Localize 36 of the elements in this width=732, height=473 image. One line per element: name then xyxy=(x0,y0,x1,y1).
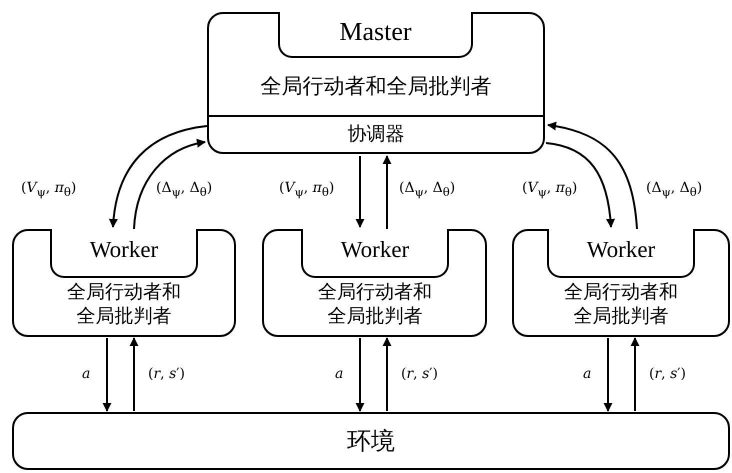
node-text: 全局行动者和全局批判者 xyxy=(317,280,433,328)
arrow xyxy=(546,142,615,228)
arrow xyxy=(133,139,206,230)
edge-label: (r, s′) xyxy=(648,366,687,382)
arrow xyxy=(102,338,112,412)
environment-box xyxy=(12,412,730,470)
edge-label: (V$_{ψ}$, π$_{θ}$) xyxy=(278,180,336,200)
node-text: 全局行动者和全局批判者 xyxy=(563,280,679,328)
worker-box xyxy=(12,229,236,337)
edge-label: (r, s′) xyxy=(400,366,439,382)
master-box xyxy=(207,12,545,154)
edge-label: (V$_{ψ}$, π$_{θ}$) xyxy=(20,180,78,200)
node-text: 协调器 xyxy=(346,122,406,147)
edge-label: (r, s′) xyxy=(147,366,186,382)
edge-label: (Δ$_{ψ}$, Δ$_{θ}$) xyxy=(155,180,214,200)
arrow xyxy=(109,125,208,228)
node-text: 全局行动者和全局批判者 xyxy=(66,280,182,328)
worker-box xyxy=(512,229,730,337)
edge-label: (Δ$_{ψ}$, Δ$_{θ}$) xyxy=(398,180,456,200)
node-text: 环境 xyxy=(346,426,396,456)
arrow xyxy=(382,155,392,229)
title-tab: Master xyxy=(278,12,473,58)
title-tab: Worker xyxy=(547,229,695,278)
edge-label: (V$_{ψ}$, π$_{θ}$) xyxy=(521,180,578,200)
title-tab: Worker xyxy=(301,229,449,278)
arrow xyxy=(130,337,138,411)
arrow xyxy=(630,337,640,411)
arrow xyxy=(547,122,638,230)
title-tab: Worker xyxy=(50,229,198,278)
arrow xyxy=(356,338,364,412)
arrow xyxy=(382,337,392,411)
arrow xyxy=(356,156,364,228)
node-text: 全局行动者和全局批判者 xyxy=(260,73,492,100)
worker-box xyxy=(262,229,487,337)
arrow xyxy=(604,338,612,412)
edge-label: (Δ$_{ψ}$, Δ$_{θ}$) xyxy=(645,180,704,200)
